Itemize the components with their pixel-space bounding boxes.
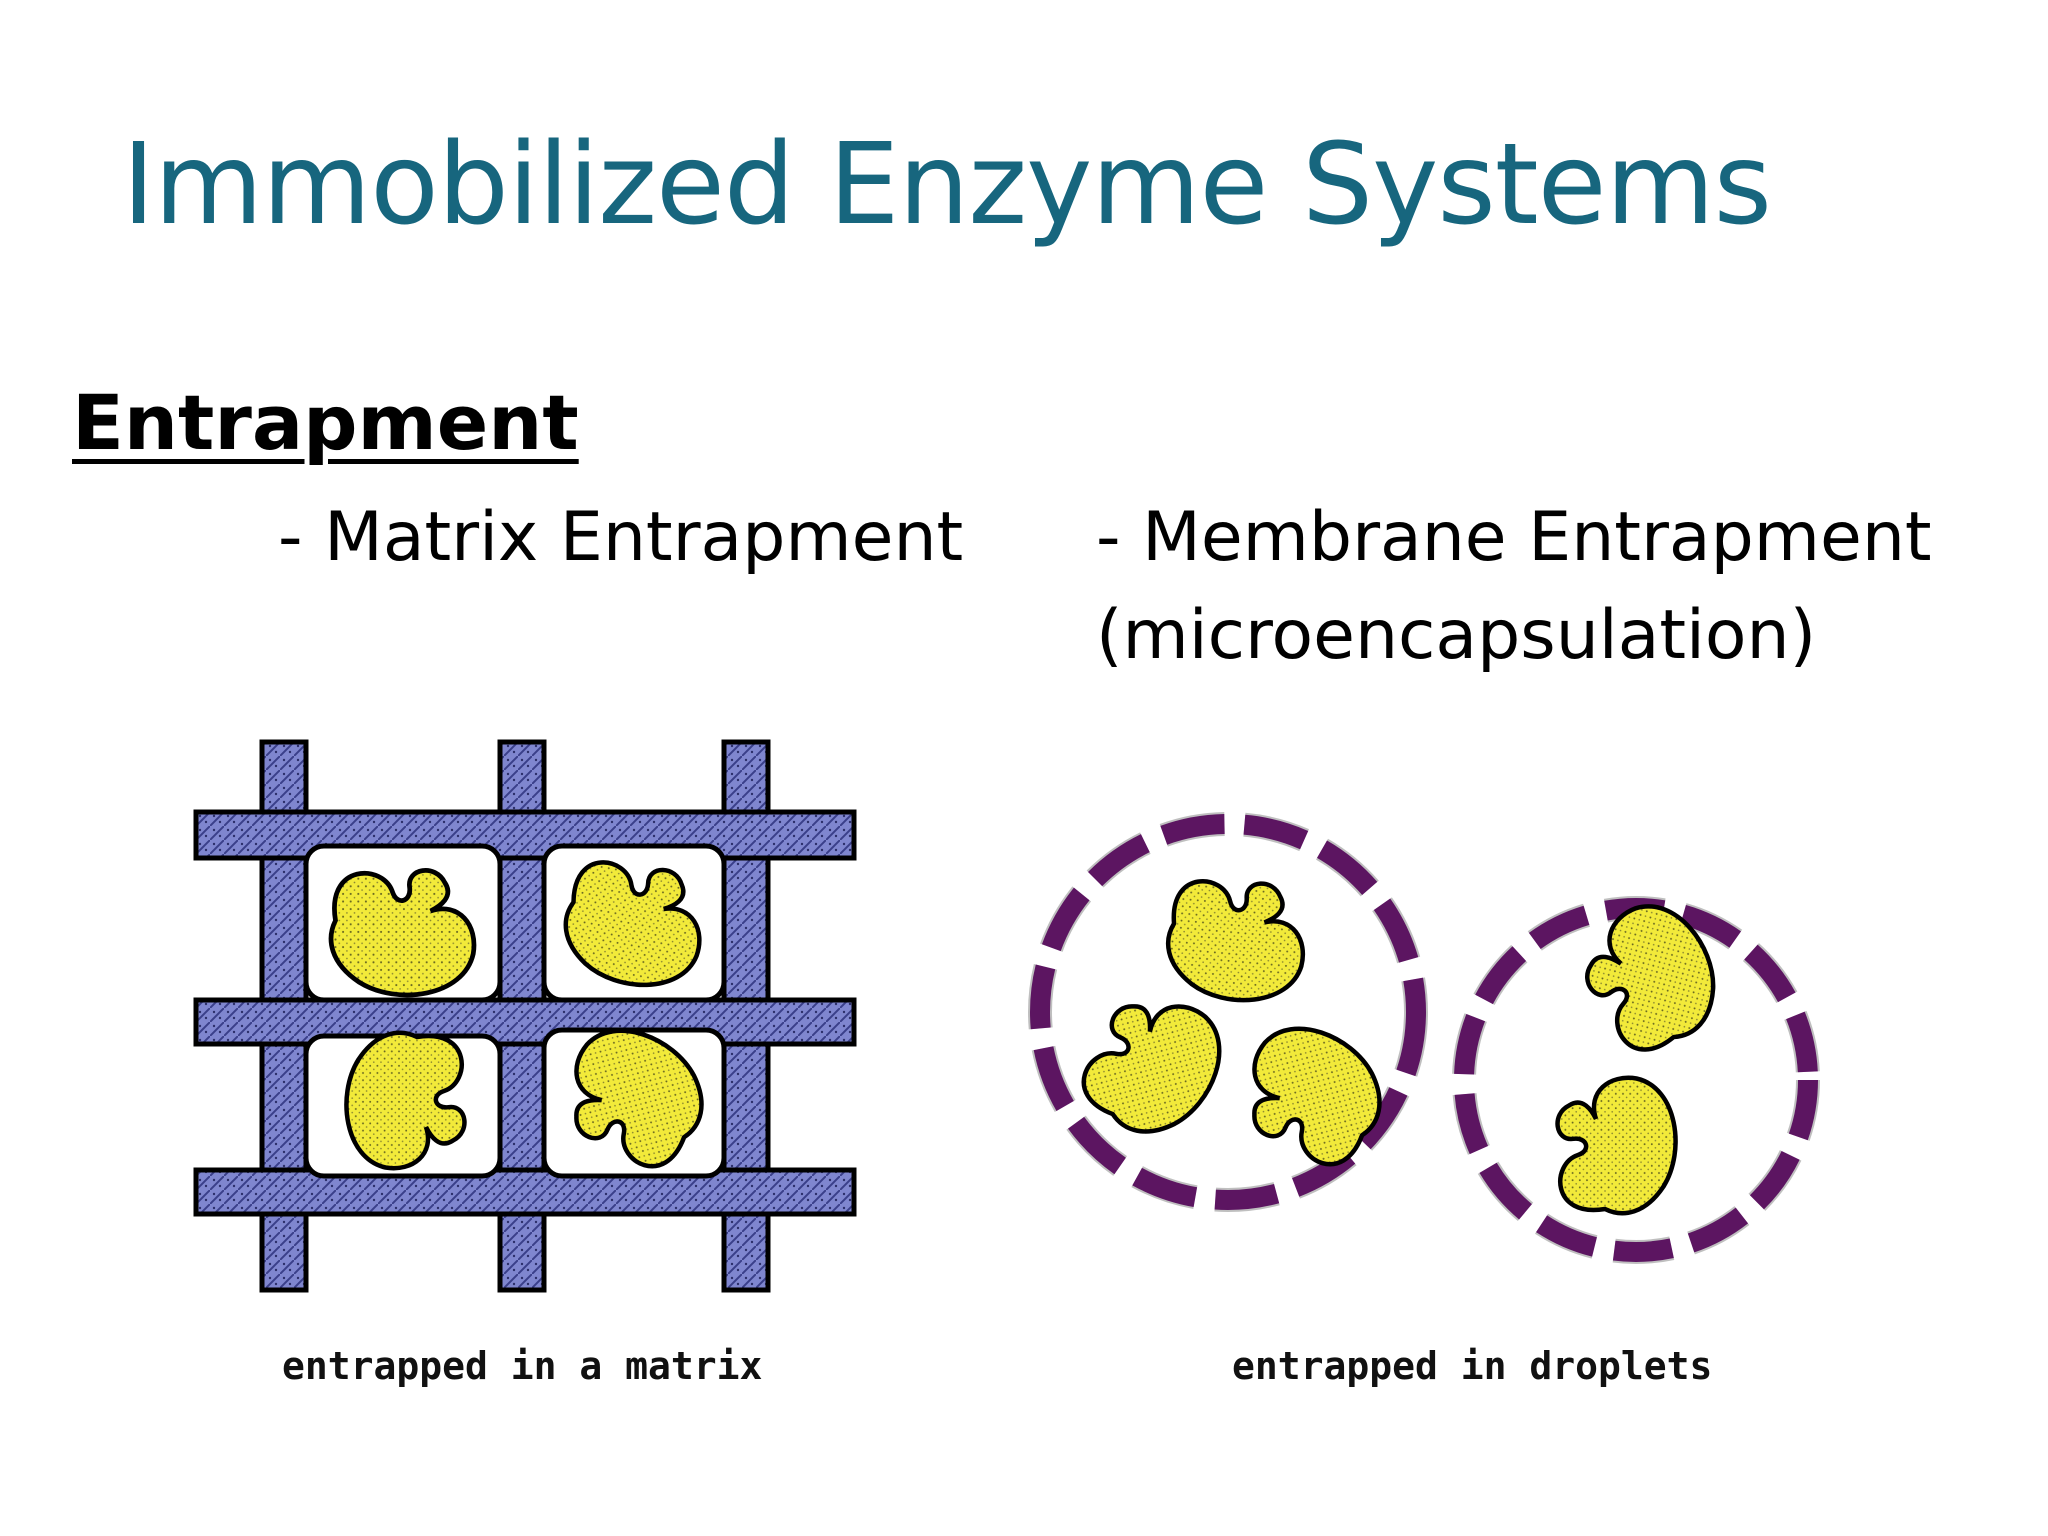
- enzyme-icon: [1164, 876, 1309, 1005]
- droplets-caption: entrapped in droplets: [1232, 1344, 1712, 1388]
- enzyme-icon: [1558, 1078, 1676, 1213]
- enzyme-icon: [1069, 977, 1239, 1153]
- matrix-caption: entrapped in a matrix: [282, 1344, 762, 1388]
- matrix-grid: [196, 742, 854, 1290]
- enzyme-icon: [1225, 1009, 1401, 1179]
